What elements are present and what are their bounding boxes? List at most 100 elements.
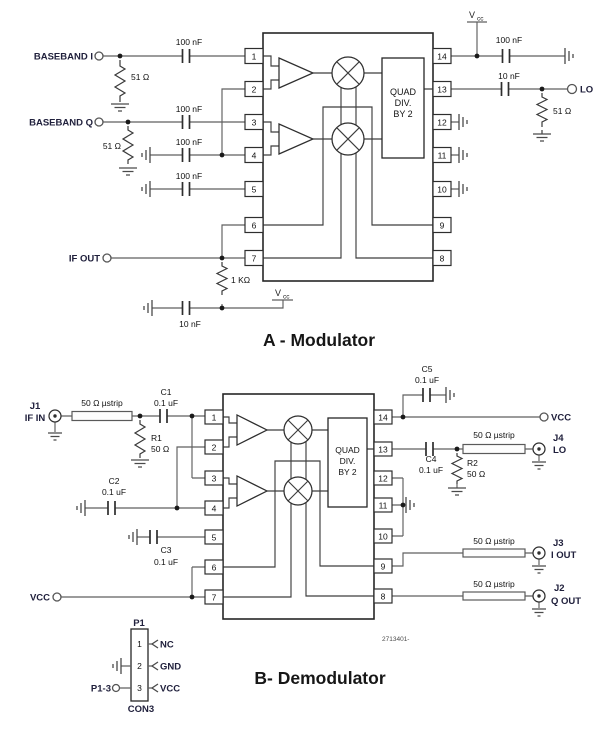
svg-text:1: 1 bbox=[252, 52, 257, 62]
p1-signal-vcc: VCC bbox=[160, 684, 180, 695]
svg-text:4: 4 bbox=[252, 151, 257, 161]
resistor-r2 bbox=[450, 453, 464, 484]
ustrip-label-j3: 50 Ω µstrip bbox=[473, 536, 515, 546]
quad-label-line1: QUAD bbox=[335, 445, 360, 455]
quad-divider-block bbox=[327, 417, 368, 508]
res-i-value: 51 Ω bbox=[131, 72, 149, 82]
quad-label-line2: DIV. bbox=[395, 98, 412, 108]
lo-label: LO bbox=[580, 85, 593, 96]
ground-icon bbox=[111, 48, 574, 316]
ustrip-label-j4: 50 Ω µstrip bbox=[473, 430, 515, 440]
c1-ref: C1 bbox=[161, 387, 172, 397]
resistor-r1 bbox=[133, 420, 147, 458]
r2-value: 50 Ω bbox=[467, 469, 485, 479]
p1-3-label: P1-3 bbox=[91, 684, 111, 695]
svg-text:4: 4 bbox=[212, 504, 217, 514]
p1-pin-1: 1 bbox=[137, 639, 142, 649]
ustrip-label-j2: 50 Ω µstrip bbox=[473, 579, 515, 589]
baseband-i-terminal bbox=[94, 51, 104, 61]
svg-text:9: 9 bbox=[381, 562, 386, 572]
res-q-value: 51 Ω bbox=[103, 141, 121, 151]
svg-text:11: 11 bbox=[438, 151, 447, 161]
resistor-lo bbox=[535, 93, 549, 127]
c1-value: 0.1 uF bbox=[154, 398, 178, 408]
vcc-label-bottom: V cc bbox=[275, 288, 290, 301]
demod-external-wires bbox=[54, 394, 540, 608]
quad-divider-block bbox=[381, 57, 425, 159]
svg-text:11: 11 bbox=[379, 501, 388, 511]
c2-value: 0.1 uF bbox=[102, 487, 126, 497]
ustrip-label-j1: 50 Ω µstrip bbox=[81, 398, 123, 408]
svg-text:V: V bbox=[275, 288, 281, 298]
resistor-baseband-q bbox=[121, 126, 135, 164]
quad-label-line2: DIV. bbox=[340, 456, 356, 466]
resistor-if-out bbox=[215, 262, 229, 295]
mixer-icon bbox=[331, 56, 365, 156]
p1-title: P1 bbox=[133, 618, 145, 629]
cap-p4-value: 100 nF bbox=[176, 137, 202, 147]
svg-text:14: 14 bbox=[378, 413, 388, 423]
baseband-q-terminal bbox=[94, 117, 104, 127]
cap-if-value: 10 nF bbox=[179, 319, 201, 329]
p1-signal-gnd: GND bbox=[160, 662, 181, 673]
svg-text:cc: cc bbox=[283, 294, 290, 301]
ground-icon bbox=[48, 387, 546, 617]
c2-ref: C2 bbox=[109, 476, 120, 486]
c4-ref: C4 bbox=[426, 454, 437, 464]
lo-terminal bbox=[566, 83, 578, 95]
vcc-in-label: VCC bbox=[30, 593, 50, 604]
cap-i-value: 100 nF bbox=[176, 37, 202, 47]
svg-text:13: 13 bbox=[437, 85, 447, 95]
res-if-value: 1 KΩ bbox=[231, 275, 250, 285]
svg-text:8: 8 bbox=[381, 592, 386, 602]
svg-text:8: 8 bbox=[440, 254, 445, 264]
svg-text:6: 6 bbox=[252, 221, 257, 231]
j2-name-label: Q OUT bbox=[551, 596, 581, 607]
p1-signal-nc: NC bbox=[160, 640, 174, 651]
if-out-label: IF OUT bbox=[69, 254, 100, 265]
c3-value: 0.1 uF bbox=[154, 557, 178, 567]
svg-text:V: V bbox=[469, 10, 475, 20]
j2-label: J2 bbox=[554, 583, 565, 594]
baseband-i-label: BASEBAND I bbox=[34, 52, 93, 63]
capacitor-icon bbox=[181, 49, 511, 315]
mixer-icon bbox=[283, 415, 313, 506]
cap-q-value: 100 nF bbox=[176, 104, 202, 114]
svg-text:12: 12 bbox=[378, 474, 388, 484]
svg-text:7: 7 bbox=[212, 593, 217, 603]
resistor-baseband-i bbox=[113, 60, 127, 102]
p1-footer: CON3 bbox=[128, 704, 154, 715]
quad-label-line3: BY 2 bbox=[393, 109, 412, 119]
capacitor-icon bbox=[107, 388, 434, 544]
svg-text:12: 12 bbox=[437, 118, 447, 128]
quad-label-line3: BY 2 bbox=[338, 467, 357, 477]
j1-name-label: IF IN bbox=[25, 413, 46, 424]
cap-p14-value: 100 nF bbox=[496, 35, 522, 45]
r2-ref: R2 bbox=[467, 458, 478, 468]
svg-text:5: 5 bbox=[252, 185, 257, 195]
mod-internal-wires bbox=[263, 55, 433, 259]
vcc-out-label: VCC bbox=[551, 413, 571, 424]
quad-label-line1: QUAD bbox=[390, 87, 417, 97]
svg-text:10: 10 bbox=[378, 532, 388, 542]
section-a-title: A - Modulator bbox=[263, 330, 375, 350]
p1-pin-2: 2 bbox=[137, 661, 142, 671]
j4-name-label: LO bbox=[553, 445, 566, 456]
if-out-terminal bbox=[102, 253, 112, 263]
svg-text:7: 7 bbox=[252, 254, 257, 264]
mod-pins-right: 14 13 12 11 10 9 8 bbox=[432, 47, 452, 267]
j3-label: J3 bbox=[553, 538, 564, 549]
amplifier-icon bbox=[278, 57, 315, 155]
demod-pins-right: 14 13 12 11 10 9 8 bbox=[373, 409, 393, 604]
r1-ref: R1 bbox=[151, 433, 162, 443]
svg-text:10: 10 bbox=[437, 185, 447, 195]
amplifier-icon bbox=[236, 413, 269, 508]
r1-value: 50 Ω bbox=[151, 444, 169, 454]
vcc-in-terminal bbox=[52, 592, 62, 602]
c5-ref: C5 bbox=[422, 364, 433, 374]
coax-connector-icon bbox=[48, 409, 546, 603]
svg-text:5: 5 bbox=[212, 533, 217, 543]
cap-p5-value: 100 nF bbox=[176, 171, 202, 181]
demod-internal-wires bbox=[223, 416, 374, 598]
